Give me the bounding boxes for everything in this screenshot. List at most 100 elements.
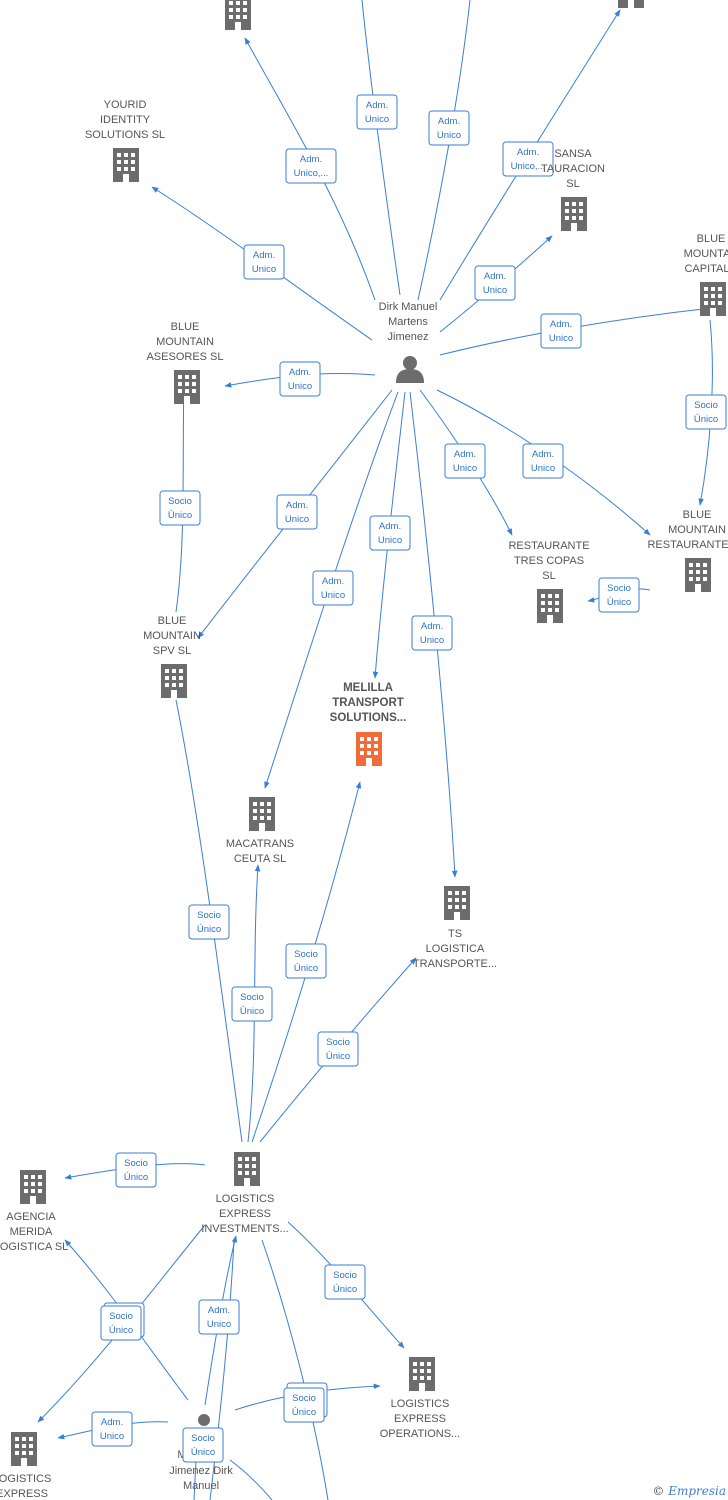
svg-text:Adm.: Adm.	[253, 250, 275, 261]
svg-text:TRES COPAS: TRES COPAS	[514, 555, 584, 567]
svg-text:EXPRESS: EXPRESS	[219, 1208, 271, 1220]
svg-text:Socio: Socio	[326, 1037, 350, 1048]
svg-text:Único: Único	[326, 1051, 350, 1062]
svg-text:LOGISTICS: LOGISTICS	[216, 1193, 275, 1205]
svg-text:Socio: Socio	[294, 949, 318, 960]
company-node-ts-logistica[interactable]: TS LOGISTICA TRANSPORTE...	[413, 886, 497, 970]
edge-label-dirk-tres[interactable]: Adm.Unico	[444, 443, 486, 479]
svg-text:Jimenez Dirk: Jimenez Dirk	[169, 1465, 233, 1477]
svg-text:MOUNTA: MOUNTA	[684, 248, 728, 260]
svg-text:Unico: Unico	[365, 114, 389, 125]
svg-text:Martens: Martens	[388, 316, 428, 328]
company-node-top-right[interactable]	[618, 0, 644, 8]
edge-label-jd-lei[interactable]: Adm. Unico	[198, 1299, 240, 1335]
edge-label-dirk-topA[interactable]: Adm.Unico	[356, 94, 398, 130]
svg-text:MERIDA: MERIDA	[10, 1226, 53, 1238]
edge-dirk-topB	[417, 0, 471, 301]
svg-text:Adm.: Adm.	[208, 1305, 230, 1316]
company-node-blue-mountain-restaurantes[interactable]: BLUE MOUNTAIN RESTAURANTE	[647, 509, 728, 592]
svg-text:BLUE: BLUE	[171, 321, 200, 333]
edge-jd-down	[229, 1459, 273, 1500]
svg-text:Unico: Unico	[321, 590, 345, 601]
company-node-top-left[interactable]	[225, 0, 251, 30]
edge-label-dirk-sansa[interactable]: Adm.Unico	[474, 265, 516, 301]
svg-text:Único: Único	[292, 1407, 316, 1418]
edge-label-dirk-topleft[interactable]: Adm.Unico,...	[285, 148, 337, 184]
company-node-blue-mountain-spv[interactable]: BLUE MOUNTAIN SPV SL	[143, 615, 201, 698]
edge-label-jd-lebottom[interactable]: Adm.Unico	[91, 1411, 133, 1447]
svg-text:Socio: Socio	[168, 496, 192, 507]
svg-text:Unico: Unico	[252, 264, 276, 275]
company-node-yourid[interactable]: YOURID IDENTITY SOLUTIONS SL	[85, 99, 165, 182]
person-icon	[198, 1414, 210, 1426]
edge-label-dirk-ts[interactable]: Adm.Unico	[411, 615, 453, 651]
edge-lei-down	[261, 1239, 329, 1500]
edge-label-dirk-yourid[interactable]: Adm. Unico	[243, 244, 285, 280]
company-node-blue-mountain-capital[interactable]: BLUE MOUNTA CAPITAL	[684, 233, 728, 316]
svg-text:Único: Único	[191, 1447, 215, 1458]
edge-label-dirk-melilla[interactable]: Adm.Unico	[369, 515, 411, 551]
svg-text:Adm.: Adm.	[484, 271, 506, 282]
brand-logo[interactable]: Empresia	[668, 1484, 726, 1498]
company-node-melilla-highlighted[interactable]: MELILLA TRANSPORT SOLUTIONS...	[330, 682, 407, 766]
svg-text:SOLUTIONS...: SOLUTIONS...	[330, 712, 407, 724]
svg-text:LOGISTICA SL: LOGISTICA SL	[0, 1241, 68, 1253]
svg-text:ASESORES SL: ASESORES SL	[146, 351, 223, 363]
person-node-jimenez-dirk[interactable]: M Jimenez Dirk Manuel	[169, 1414, 233, 1492]
svg-text:Único: Único	[333, 1284, 357, 1295]
svg-text:M: M	[177, 1449, 186, 1461]
building-icon	[174, 370, 200, 404]
svg-text:Socio: Socio	[292, 1393, 316, 1404]
svg-text:Unico,...: Unico,...	[294, 168, 329, 179]
svg-text:Único: Único	[168, 510, 192, 521]
edge-label-dirk-spv[interactable]: Adm.Unico	[276, 494, 318, 530]
building-icon	[356, 732, 382, 766]
company-node-logistics-express-operations[interactable]: LOGISTICS EXPRESS OPERATIONS...	[380, 1357, 460, 1440]
svg-text:Adm.: Adm.	[322, 576, 344, 587]
svg-text:Unico: Unico	[437, 130, 461, 141]
svg-text:Adm.: Adm.	[517, 147, 539, 158]
svg-text:MOUNTAIN: MOUNTAIN	[668, 524, 726, 536]
company-node-logistics-express-investments[interactable]: LOGISTICS EXPRESS INVESTMENTS...	[201, 1152, 289, 1235]
svg-text:SL: SL	[566, 178, 579, 190]
svg-text:Único: Único	[240, 1006, 264, 1017]
svg-text:Dirk Manuel: Dirk Manuel	[379, 301, 438, 313]
building-icon	[234, 1152, 260, 1186]
company-node-sansa[interactable]: SANSA TAURACION SL	[541, 148, 605, 231]
company-node-restaurante-tres-copas[interactable]: RESTAURANTE TRES COPAS SL	[508, 540, 590, 623]
building-icon	[113, 148, 139, 182]
svg-text:LOGISTICS: LOGISTICS	[391, 1398, 450, 1410]
company-node-blue-mountain-asesores[interactable]: BLUE MOUNTAIN ASESORES SL	[146, 321, 224, 404]
edge-label-dirk-asesores[interactable]: Adm.Unico	[279, 361, 321, 397]
company-node-macatrans[interactable]: MACATRANS CEUTA SL	[226, 797, 294, 865]
person-node-dirk[interactable]: Dirk Manuel Martens Jimenez	[379, 301, 438, 383]
svg-text:MOUNTAIN: MOUNTAIN	[156, 336, 214, 348]
edge-label-dirk-topright[interactable]: Adm.Unico,...	[502, 141, 554, 177]
svg-text:Adm.: Adm.	[532, 449, 554, 460]
svg-text:Manuel: Manuel	[183, 1480, 219, 1492]
svg-text:Adm.: Adm.	[438, 116, 460, 127]
company-node-agencia-merida[interactable]: AGENCIA MERIDA LOGISTICA SL	[0, 1170, 68, 1253]
svg-text:Socio: Socio	[197, 910, 221, 921]
edge-label-dirk-topB[interactable]: Adm. Unico	[428, 110, 470, 146]
svg-text:Socio: Socio	[607, 583, 631, 594]
company-node-logistics-express-bottom[interactable]: LOGISTICS EXPRESS	[0, 1432, 51, 1500]
svg-text:Unico: Unico	[207, 1319, 231, 1330]
edge-jd-lei-2	[209, 1239, 235, 1500]
edge-label-dirk-bmcapital[interactable]: Adm.Unico	[540, 313, 582, 349]
edge-label-dirk-bmrest[interactable]: Adm.Unico	[522, 443, 564, 479]
edge-label-dirk-macatrans[interactable]: Adm. Unico	[312, 570, 354, 606]
